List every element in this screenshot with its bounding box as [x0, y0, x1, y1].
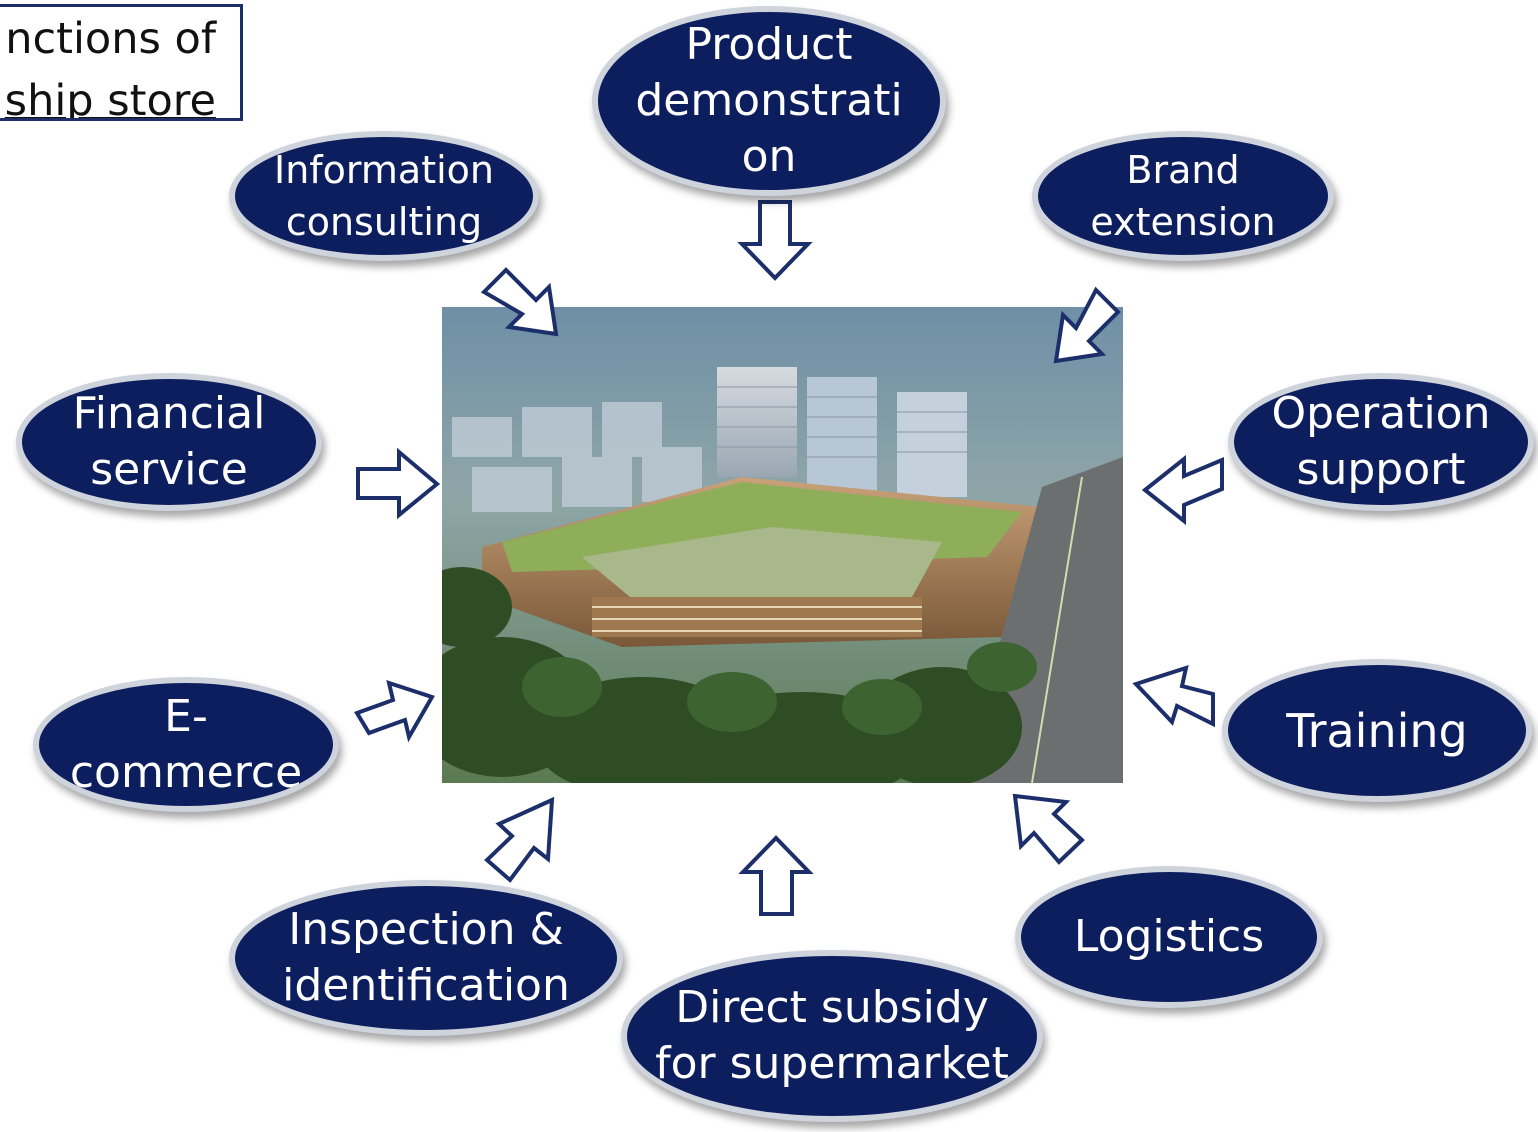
title-line-2: ship store: [4, 76, 216, 121]
node-operation-support: Operation support: [1228, 373, 1534, 511]
arrow-left-icon: [1141, 454, 1224, 526]
arrow-up-right-icon: [354, 679, 435, 743]
arrow-down-icon: [737, 200, 813, 281]
node-brand-extension: Brand extension: [1032, 131, 1334, 261]
node-label: Inspection & identification: [282, 904, 570, 1011]
node-e-commerce: E- commerce: [33, 677, 339, 812]
node-label: Operation support: [1271, 388, 1491, 495]
arrow-up-left-icon: [1132, 665, 1215, 728]
node-label: Information consulting: [274, 148, 494, 244]
node-training: Training: [1222, 659, 1532, 802]
arrow-right-icon: [356, 447, 441, 520]
flagship-store-aerial-photo: [442, 307, 1123, 783]
title-box: nctions of ship store: [0, 4, 243, 121]
node-information-consulting: Information consulting: [229, 131, 539, 261]
node-product-demonstration: Product demonstrati on: [592, 6, 946, 196]
node-label: Direct subsidy for supermarket: [655, 982, 1009, 1089]
title-line-1: nctions of: [5, 14, 216, 64]
node-label: Financial service: [72, 388, 266, 495]
node-label: Logistics: [1073, 911, 1265, 962]
node-financial-service: Financial service: [16, 373, 322, 511]
arrow-up-left-icon-2: [1012, 793, 1085, 865]
node-logistics: Logistics: [1015, 866, 1323, 1008]
arrow-up-icon: [738, 835, 814, 916]
node-label: E- commerce: [69, 690, 303, 798]
node-direct-subsidy: Direct subsidy for supermarket: [621, 950, 1043, 1122]
arrow-down-right-icon: [480, 267, 559, 337]
arrow-down-left-icon: [1053, 286, 1121, 364]
node-label: Training: [1286, 703, 1468, 758]
node-label: Brand extension: [1090, 148, 1276, 244]
node-inspection-identification: Inspection & identification: [229, 880, 623, 1036]
node-label: Product demonstrati on: [635, 19, 903, 182]
arrow-up-right-icon-2: [484, 796, 555, 883]
